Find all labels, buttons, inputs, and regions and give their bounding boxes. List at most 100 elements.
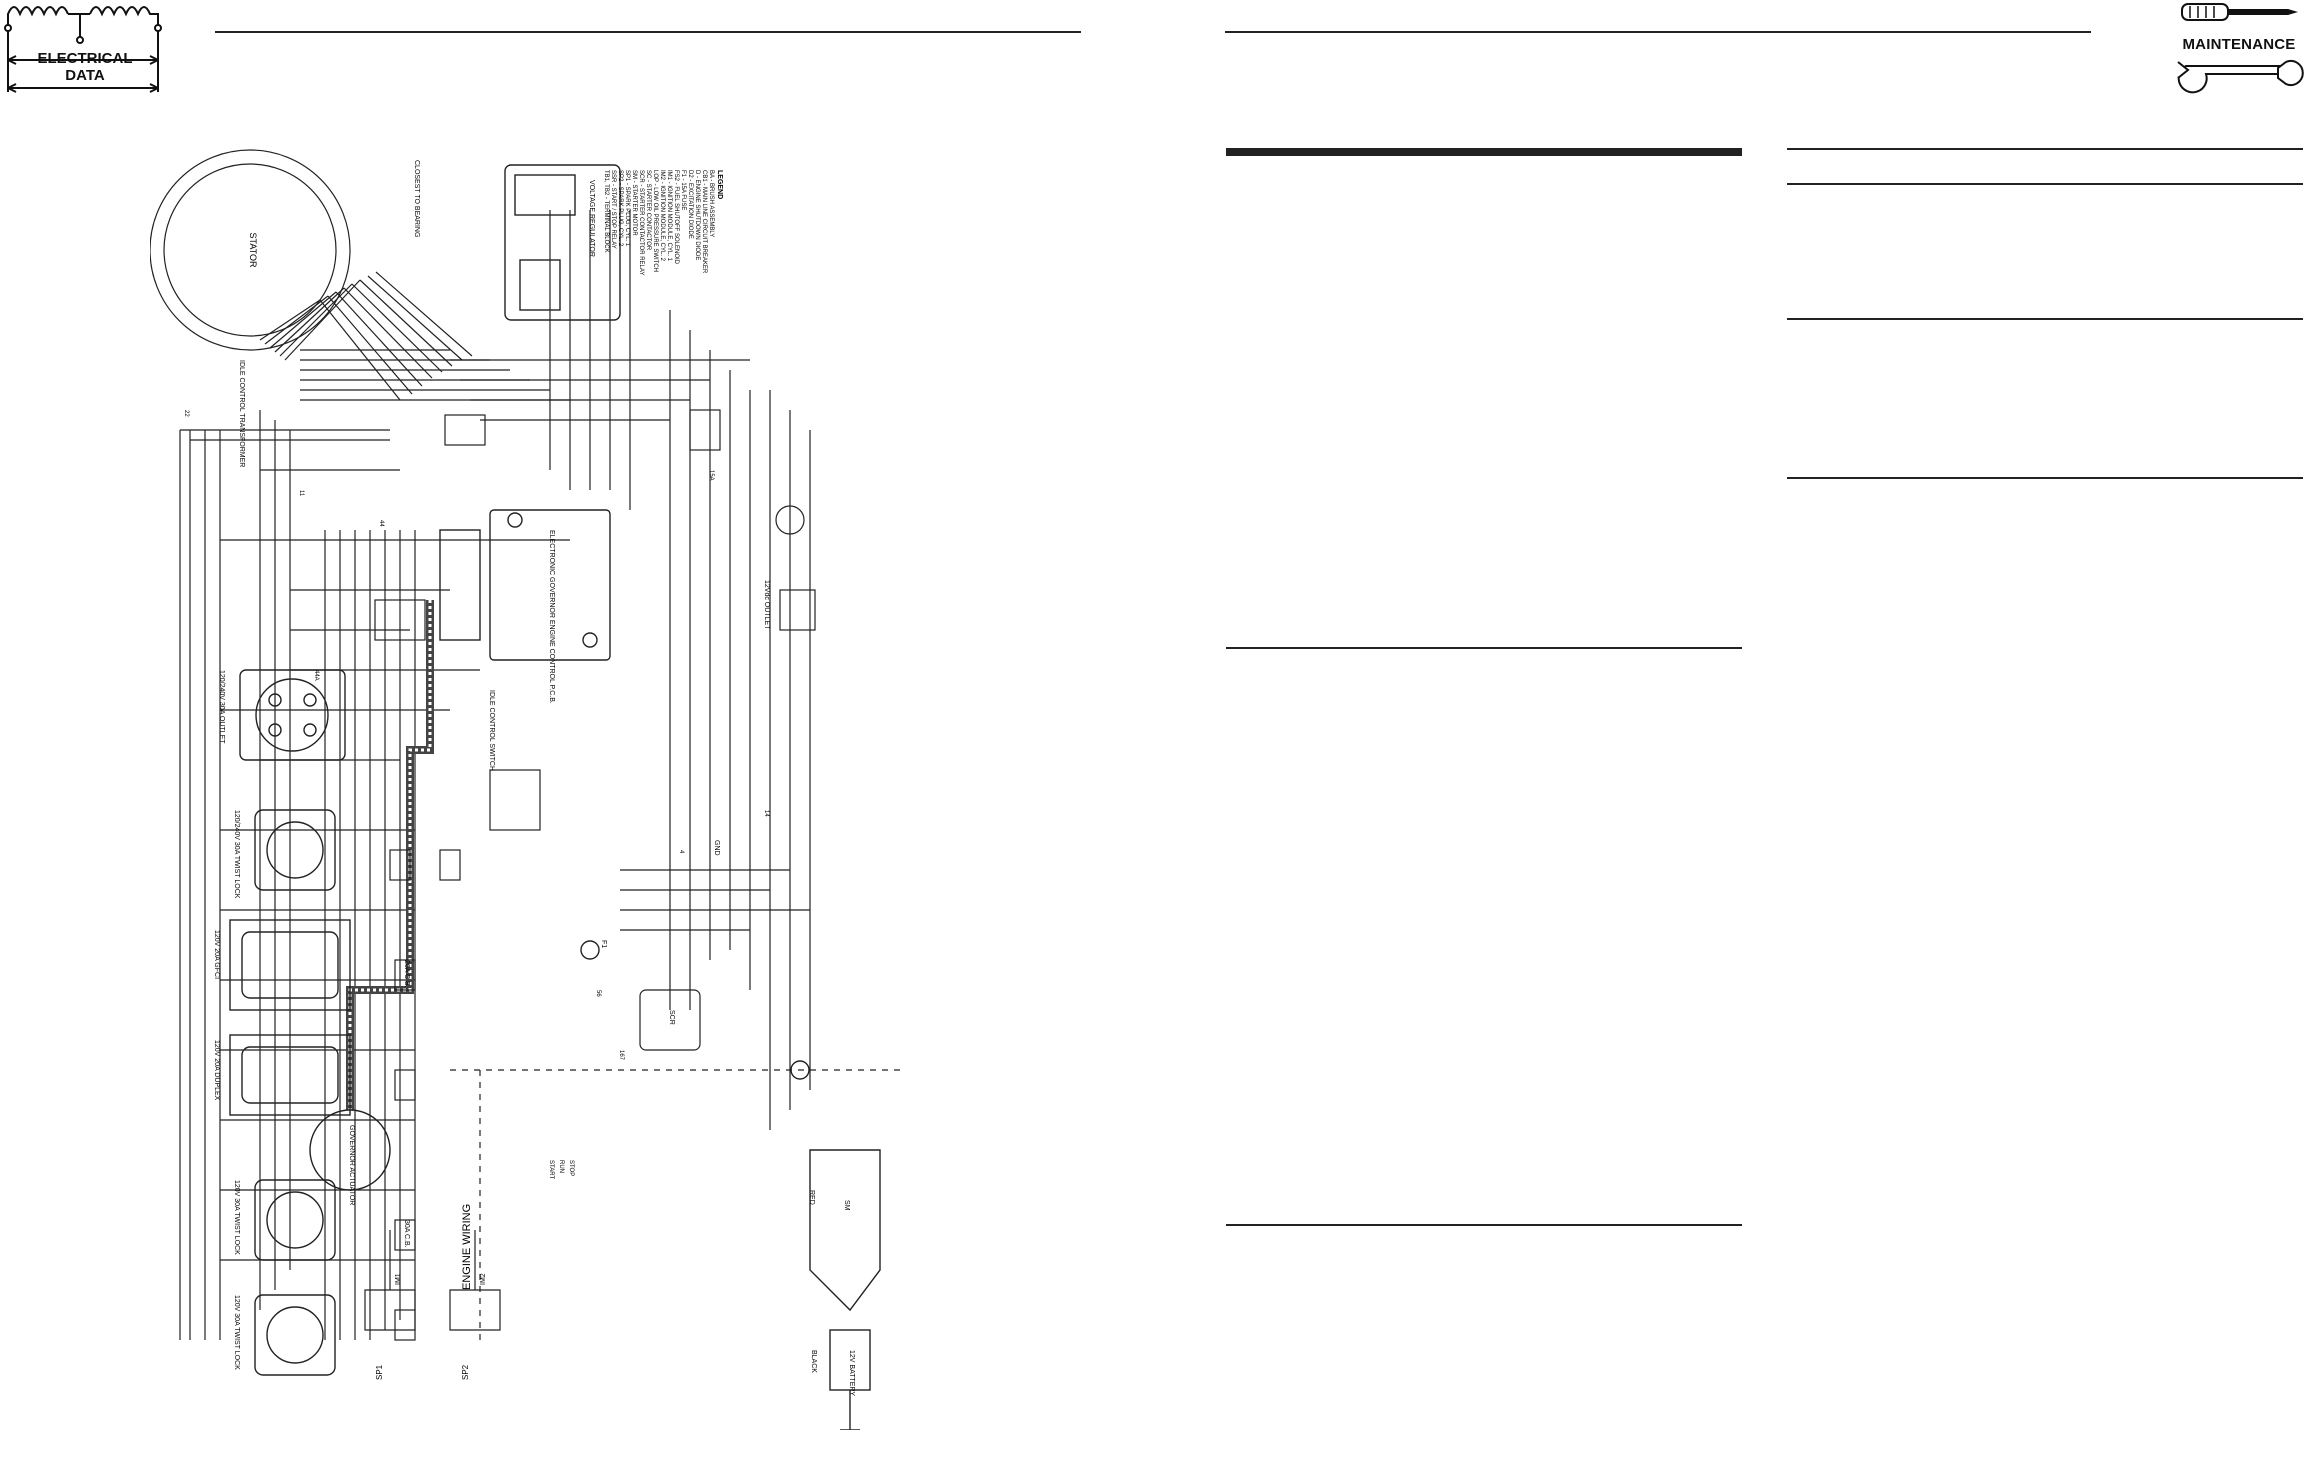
pcb-label: ELECTRONIC GOVERNOR ENGINE CONTROL P.C.B…	[548, 530, 555, 704]
legend-item: SP1 - SPARK PLUG, CYL. 1	[624, 170, 630, 247]
outlet-120-240	[239, 669, 346, 761]
wiring-diagram: STATOR CLOSEST TO BEARING VOLTAGE REGULA…	[150, 110, 900, 1430]
terminal-block-tb1	[444, 414, 486, 446]
legend-item: D - ENGINE SHUTDOWN DIODE	[694, 170, 700, 260]
section-header-bar	[1226, 148, 1742, 156]
wire-number: 11	[298, 490, 304, 497]
right-column-rule-2	[1787, 183, 2303, 185]
right-column-rule-4	[1787, 477, 2303, 479]
circuit-breaker-2	[439, 849, 461, 881]
wire-number: 4	[678, 850, 684, 854]
fuse-holder	[689, 409, 721, 451]
outlet-12v	[775, 505, 816, 631]
outlet-120-240-label: 120/240V 30A OUTLET	[218, 670, 225, 744]
terminal-block-tb2	[374, 599, 426, 641]
screwdriver-icon	[2181, 3, 2298, 21]
ground-point	[790, 1060, 810, 1080]
legend-item: IM1 - IGNITION MODULE, CYL. 1	[666, 170, 672, 262]
wire-number: 44A	[313, 670, 319, 681]
stator-inner	[163, 163, 337, 337]
maintenance-badge: MAINTENANCE	[2174, 0, 2304, 95]
ignition-module-label: IM2	[480, 1273, 487, 1285]
twist-lock-120a-label: 120V 30A TWIST LOCK	[233, 1180, 240, 1255]
starter-contactor-relay	[639, 989, 701, 1051]
wire-number: 14	[763, 810, 769, 817]
ignition-module-1	[364, 1289, 416, 1331]
legend-item: CB1 - MAIN LINE CIRCUIT BREAKER	[701, 170, 707, 274]
control-pcb	[439, 509, 611, 661]
switch-position-label: STOP	[568, 1160, 574, 1176]
gfci-120	[229, 919, 351, 1011]
twist-lock-120-b	[254, 1294, 336, 1376]
coil-icon	[4, 6, 162, 93]
wire-number: 15A	[708, 470, 714, 481]
legend-item: SSR - START / STOP RELAY	[610, 170, 616, 249]
circuit-breaker-1	[389, 849, 411, 881]
legend-item: LOP - LOW OIL PRESSURE SWITCH	[652, 170, 658, 272]
twist-lock-120b-label: 120V 30A TWIST LOCK	[233, 1295, 240, 1370]
duplex-120	[229, 1034, 351, 1116]
legend-item: TB1, TB2 - TERMINAL BLOCK	[603, 170, 609, 253]
legend-item: F1 - 15A FUSE	[680, 170, 686, 210]
maintenance-section-3	[1787, 188, 2303, 313]
wire-number: 44	[378, 520, 384, 527]
top-rule-left	[215, 31, 1081, 33]
right-column-rule-3	[1787, 318, 2303, 320]
legend-item: SC - STARTER CONTACTOR	[645, 170, 651, 251]
starter-motor-label: SM	[843, 1200, 850, 1211]
governor-actuator-label: GOVERNOR ACTUATOR	[348, 1125, 355, 1205]
starter-relay-label: SCR	[668, 1010, 675, 1025]
legend-item: BA - BRUSH ASSEMBLY	[708, 170, 714, 237]
start-stop-relay	[489, 769, 541, 831]
circuit-breaker-3	[394, 959, 416, 991]
cb-20a-label: 20A C.B.	[403, 960, 410, 988]
spark-plug-label: SP2	[461, 1364, 470, 1380]
closest-to-bearing-label: CLOSEST TO BEARING	[413, 160, 420, 237]
stator-outer	[150, 149, 351, 351]
outlet-12v-label: 12Vdc OUTLET	[763, 580, 770, 630]
legend-item: SCR - STARTER CONTACTOR RELAY	[638, 170, 644, 275]
section-divider-1	[1226, 647, 1742, 649]
twist-lock-240-label: 120/240V 30A TWIST LOCK	[233, 810, 240, 899]
legend-item: SP2 - SPARK PLUG, CYL. 2	[617, 170, 623, 247]
wiring-diagram-svg: STATOR CLOSEST TO BEARING VOLTAGE REGULA…	[150, 149, 900, 1430]
ignition-module-2	[449, 1289, 501, 1331]
ignition-module-label: IM1	[395, 1273, 402, 1285]
twist-lock-120-a	[254, 1179, 336, 1261]
legend-item: SM - STARTER MOTOR	[631, 170, 637, 236]
legend-title: LEGEND	[716, 170, 723, 199]
section-divider-2	[1226, 1224, 1742, 1226]
electrical-data-badge: ELECTRICAL DATA	[0, 0, 170, 100]
legend-item: FS2 - FUEL SHUTOFF SOLENOID	[673, 170, 679, 265]
starter-motor	[809, 1149, 881, 1312]
governor-actuator	[309, 1109, 391, 1191]
legend-item: IM2 - IGNITION MODULE, CYL. 2	[659, 170, 665, 262]
black-wire-label: BLACK	[810, 1350, 817, 1373]
cb-30a-label: 30A C.B.	[403, 1220, 410, 1248]
maintenance-label: MAINTENANCE	[2182, 36, 2296, 53]
red-wire-label: RED	[808, 1190, 815, 1205]
circuit-breaker-5	[394, 1219, 416, 1251]
legend-item: D2 - EXCITATION DIODE	[687, 170, 693, 239]
spark-plug-label: SP1	[375, 1364, 384, 1380]
maintenance-section-1	[1226, 160, 1742, 640]
stator-label: STATOR	[248, 232, 258, 268]
engine-wiring-label: ENGINE WIRING	[461, 1204, 473, 1290]
voltage-regulator-label: VOLTAGE REGULATOR	[588, 180, 595, 257]
fuse-f1	[580, 940, 600, 960]
voltage-regulator	[504, 164, 621, 321]
right-column-rule-1	[1787, 148, 2303, 150]
battery-label: 12V BATTERY	[848, 1350, 855, 1396]
idle-switch-label: IDLE CONTROL SWITCH	[488, 690, 495, 771]
wire-number: 22	[183, 410, 189, 417]
gnd-label: GND	[713, 840, 720, 856]
duplex-label: 120V 20A DUPLEX	[213, 1040, 220, 1101]
diagram-legend: LEGEND BA - BRUSH ASSEMBLY CB1 - MAIN LI…	[603, 170, 723, 275]
switch-position-label: RUN	[558, 1160, 564, 1173]
top-rule-right	[1225, 31, 2091, 33]
maintenance-section-2	[1226, 652, 1742, 1217]
electrical-data-label: ELECTRICAL DATA	[37, 50, 133, 84]
idle-transformer-label: IDLE CONTROL TRANSFORMER	[238, 360, 245, 467]
gfci-label: 120V 20A GFCI	[213, 930, 220, 979]
fuse-label: F1	[600, 940, 607, 948]
